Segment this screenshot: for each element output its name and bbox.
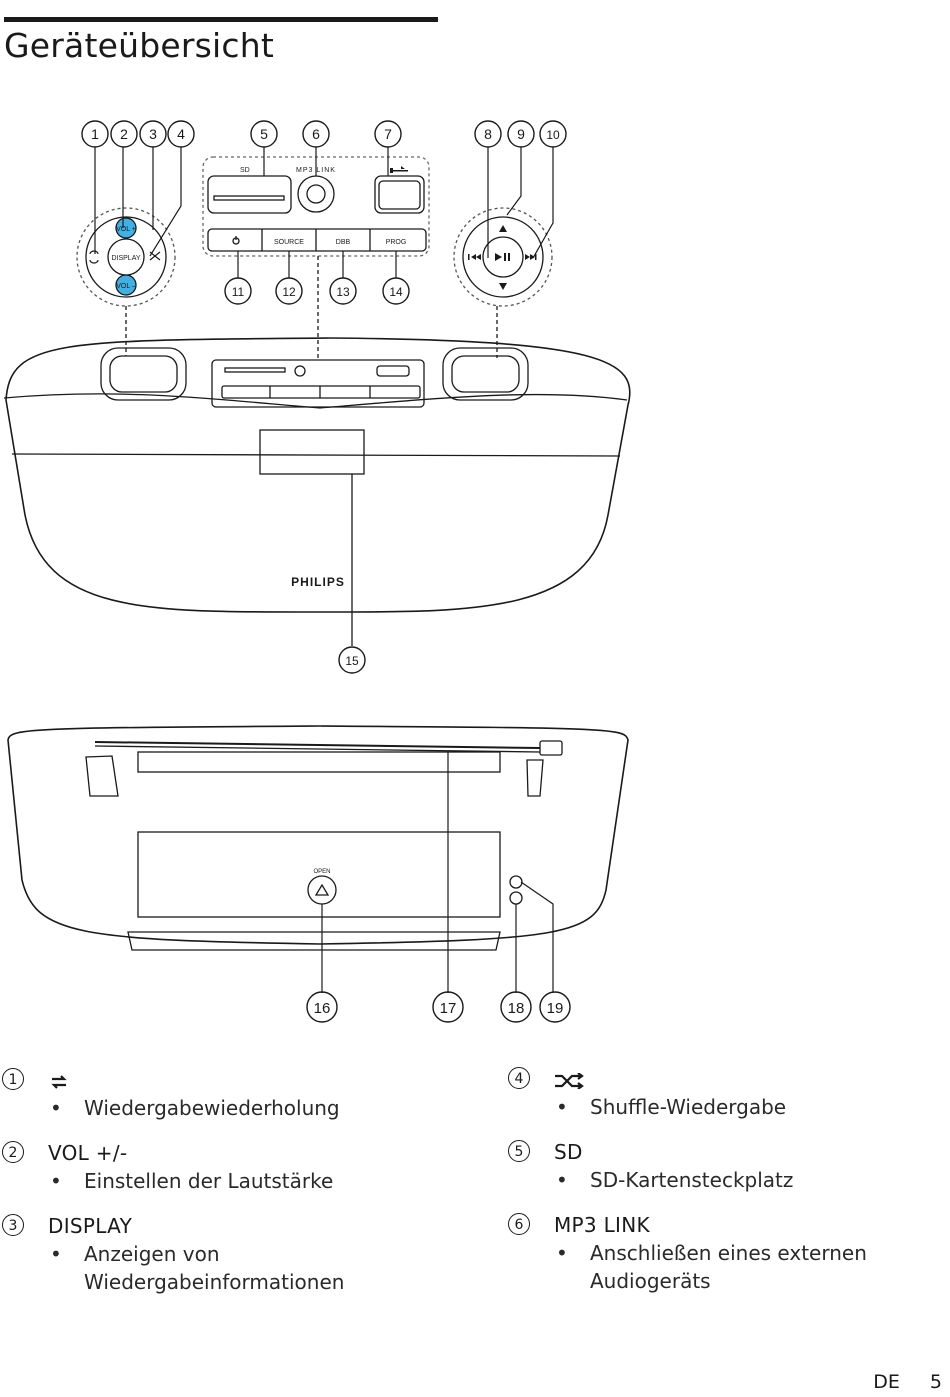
legend-number: 5 xyxy=(508,1140,530,1162)
legend-number: 2 xyxy=(2,1141,24,1163)
legend-heading: VOL +/- xyxy=(48,1141,128,1165)
title-rule xyxy=(4,17,438,22)
down-arrow-icon xyxy=(499,283,507,290)
callout-10: 10 xyxy=(546,128,560,142)
callout-circles xyxy=(81,120,571,1023)
legend-item-2: 2 VOL +/- Einstellen der Lautstärke xyxy=(2,1139,404,1195)
page-number: 5 xyxy=(929,1371,942,1393)
callout-6: 6 xyxy=(312,126,320,142)
callout-8: 8 xyxy=(484,126,492,142)
callout-15: 15 xyxy=(345,654,359,668)
callout-4: 4 xyxy=(177,126,185,142)
sd-label: SD xyxy=(240,167,250,174)
legend-description: Anschließen eines externen Audiogeräts xyxy=(510,1239,880,1295)
legend-item-4: 4 Shuffle-Wiedergabe xyxy=(508,1065,910,1121)
vol-plus-button xyxy=(115,217,137,239)
legend-heading: DISPLAY xyxy=(48,1214,133,1238)
callout-14: 14 xyxy=(389,285,403,299)
callout-5: 5 xyxy=(260,126,268,142)
power-button-icon xyxy=(232,236,240,245)
repeat-button-icon xyxy=(89,250,99,264)
previous-icon xyxy=(468,254,481,260)
legend-number: 1 xyxy=(2,1068,24,1090)
mp3-link-label: MP3 LINK xyxy=(296,167,336,174)
legend-item-5: 5 SD SD-Kartensteckplatz xyxy=(508,1138,910,1194)
vol-plus-label: VOL + xyxy=(116,226,136,233)
legend-heading xyxy=(510,1065,910,1093)
vol-minus-label: VOL – xyxy=(116,283,136,290)
callout-2: 2 xyxy=(120,126,128,142)
callout-12: 12 xyxy=(282,285,296,299)
legend-number: 3 xyxy=(2,1214,24,1236)
legend-description: Einstellen der Lautstärke xyxy=(4,1167,404,1195)
legend-item-3: 3 DISPLAY Anzeigen von Wiedergabeinforma… xyxy=(2,1212,404,1296)
display-label: DISPLAY xyxy=(111,255,140,262)
usb-icon xyxy=(390,166,408,173)
callout-1: 1 xyxy=(91,126,99,142)
callout-16: 16 xyxy=(314,1000,331,1017)
vol-minus-button xyxy=(115,274,137,296)
up-arrow-icon xyxy=(499,225,507,232)
callout-13: 13 xyxy=(336,285,350,299)
legend-left-column: 1 Wiedergabewiederholung 2 VOL +/- Einst… xyxy=(2,1066,404,1313)
legend-heading xyxy=(4,1066,404,1094)
legend-description: Shuffle-Wiedergabe xyxy=(510,1093,910,1121)
callout-3: 3 xyxy=(149,126,157,142)
legend-number: 4 xyxy=(508,1067,530,1089)
brand-logo: PHILIPS xyxy=(291,575,345,589)
legend-item-1: 1 Wiedergabewiederholung xyxy=(2,1066,404,1122)
left-control-cluster xyxy=(76,207,176,356)
page-footer: DE 5 xyxy=(843,1371,942,1393)
callout-7: 7 xyxy=(384,126,392,142)
front-view xyxy=(3,337,631,646)
callout-17: 17 xyxy=(440,1000,457,1017)
center-panel xyxy=(202,156,430,360)
open-label: OPEN xyxy=(313,869,330,875)
callout-9: 9 xyxy=(517,126,525,142)
prog-label: PROG xyxy=(386,239,407,246)
callout-numbers: 1 2 3 4 5 6 7 8 9 10 11 12 13 14 15 16 1… xyxy=(91,126,563,1017)
right-control-cluster xyxy=(453,207,553,358)
legend-description: Wiedergabewiederholung xyxy=(4,1094,404,1122)
legend-heading: SD xyxy=(554,1140,583,1164)
callout-18: 18 xyxy=(508,1000,525,1017)
legend-number: 6 xyxy=(508,1213,530,1235)
next-icon xyxy=(525,254,537,260)
leader-lines xyxy=(94,147,554,993)
legend-description: SD-Kartensteckplatz xyxy=(510,1166,910,1194)
legend-heading: MP3 LINK xyxy=(554,1213,650,1237)
legend-description: Anzeigen von Wiedergabeinformationen xyxy=(4,1240,344,1296)
dbb-label: DBB xyxy=(336,239,351,246)
page-language: DE xyxy=(873,1371,900,1393)
callout-19: 19 xyxy=(547,1000,564,1017)
page-title: Geräteübersicht xyxy=(4,26,274,65)
legend-right-column: 4 Shuffle-Wiedergabe 5 SD SD-Kartensteck… xyxy=(508,1065,910,1312)
play-pause-icon xyxy=(495,253,510,261)
repeat-icon xyxy=(51,1074,67,1089)
back-view xyxy=(7,725,629,951)
device-overview-diagram: DISPLAY VOL + VOL – SD MP3 LINK SOURCE D… xyxy=(3,120,631,1023)
legend-item-6: 6 MP3 LINK Anschließen eines externen Au… xyxy=(508,1211,910,1295)
callout-11: 11 xyxy=(232,285,245,299)
shuffle-icon xyxy=(555,1071,584,1090)
source-label: SOURCE xyxy=(274,239,304,246)
